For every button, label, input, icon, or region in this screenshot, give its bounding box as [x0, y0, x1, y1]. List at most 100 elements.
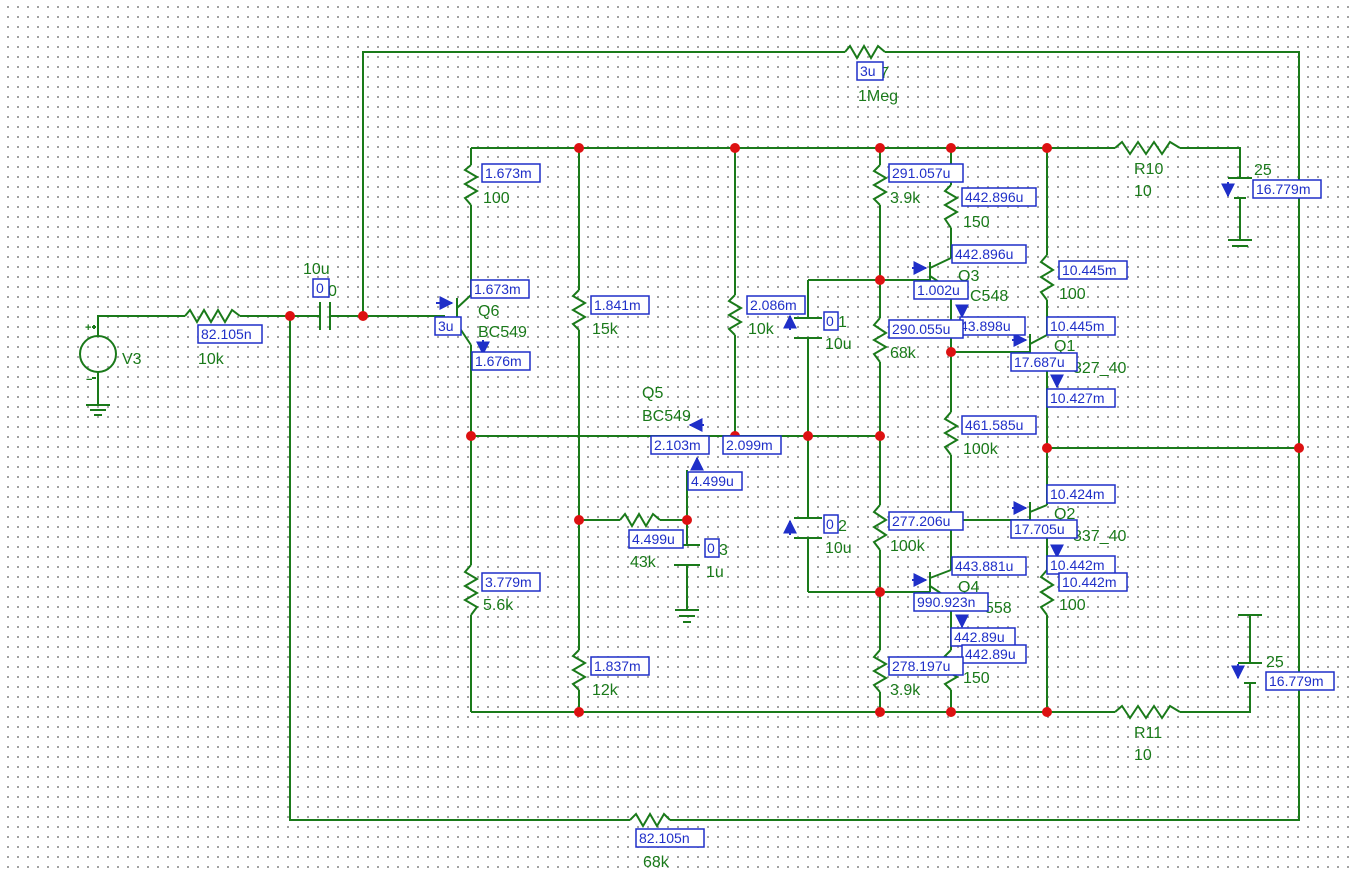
probe-q3-coll[interactable]: 43.898u [959, 316, 1026, 336]
capacitor-c4[interactable] [319, 302, 331, 330]
probe-r68k[interactable]: 290.055u [888, 319, 964, 339]
svg-text:2.103m: 2.103m [654, 437, 701, 453]
probe-q2-base[interactable]: 17.705u [1010, 519, 1078, 539]
svg-text:0: 0 [826, 313, 834, 329]
svg-text:277.206u: 277.206u [892, 513, 950, 529]
probe-c3[interactable]: 0 [704, 538, 720, 558]
supply-bot[interactable] [1238, 614, 1262, 684]
svg-text:2.086m: 2.086m [750, 297, 797, 313]
probe-r39k-bot[interactable]: 278.197u [888, 656, 964, 676]
label-r39k-bot: 3.9k [890, 682, 921, 699]
label-rfb-top-ref: 7 [880, 65, 889, 82]
probe-q1-coll[interactable]: 10.427m [1046, 388, 1116, 408]
probe-q6-coll-res[interactable]: 1.673m [481, 163, 541, 183]
label-q2-part: 337_40 [1073, 528, 1126, 545]
label-q1-part: 327_40 [1073, 360, 1126, 377]
label-q6-part: BC549 [478, 324, 527, 341]
label-r39k-top: 3.9k [890, 190, 921, 207]
label-c2-value: 10u [825, 540, 852, 557]
probe-q3-base[interactable]: 1.002u [913, 280, 969, 300]
probe-q5-c[interactable]: 4.499u [687, 471, 743, 491]
label-vs-bot: 25 [1266, 654, 1284, 671]
label-q3-part: C548 [970, 288, 1008, 305]
svg-text:1.841m: 1.841m [594, 297, 641, 313]
probe-q6-base[interactable]: 3u [434, 316, 462, 336]
probe-r12k[interactable]: 1.837m [590, 656, 650, 676]
probe-r6-5k[interactable]: 3.779m [481, 572, 541, 592]
label-r15k: 15k [592, 321, 619, 338]
probe-q1-emit[interactable]: 10.445m [1046, 316, 1116, 336]
probe-vs-top[interactable]: 16.779m [1252, 179, 1322, 199]
probe-r39k-top[interactable]: 291.057u [888, 163, 964, 183]
probe-r150-top[interactable]: 442.896u [961, 187, 1037, 207]
resistor-r11[interactable] [1114, 704, 1181, 720]
label-q5-part: BC549 [642, 408, 691, 425]
probe-q2-coll[interactable]: 10.442m [1046, 555, 1116, 575]
probe-c4[interactable]: 0 [312, 278, 330, 298]
svg-text:82.105n: 82.105n [639, 830, 690, 846]
probe-r43k[interactable]: 4.499u [628, 529, 684, 549]
svg-text:1.002u: 1.002u [917, 282, 960, 298]
label-r10k: 10k [748, 321, 775, 338]
svg-text:443.881u: 443.881u [955, 558, 1013, 574]
resistor-rfb-bot[interactable] [629, 812, 671, 828]
label-rfb-bot: 68k [643, 854, 670, 871]
svg-text:10.445m: 10.445m [1050, 318, 1104, 334]
resistor-r10[interactable] [1114, 140, 1181, 156]
probe-q4-coll[interactable]: 442.89u [950, 627, 1016, 647]
probe-c2[interactable]: 0 [823, 514, 839, 534]
label-c2-frag: 2 [838, 518, 847, 535]
probe-q4-emit[interactable]: 443.881u [951, 556, 1027, 576]
plus-mark: + [85, 322, 91, 334]
svg-text:10.445m: 10.445m [1062, 262, 1116, 278]
label-c1-frag: 1 [838, 314, 847, 331]
svg-text:82.105n: 82.105n [201, 326, 252, 342]
probe-r100k-low[interactable]: 277.206u [888, 511, 964, 531]
probe-q5-a[interactable]: 2.103m [650, 435, 710, 455]
label-c3-value: 1u [706, 564, 724, 581]
resistor-rin[interactable] [184, 308, 241, 324]
label-q1-name: Q1 [1054, 338, 1075, 355]
voltage-source-v3[interactable] [79, 325, 117, 416]
svg-text:4.499u: 4.499u [632, 531, 675, 547]
svg-text:442.896u: 442.896u [955, 246, 1013, 262]
svg-text:16.779m: 16.779m [1269, 673, 1323, 689]
probe-q6-coll[interactable]: 1.673m [470, 279, 530, 299]
probes[interactable]: 82.105n 0 3u 1.673m 1.673m 3u 1.676m 1.8… [197, 61, 1335, 848]
probe-q6-emit[interactable]: 1.676m [471, 351, 531, 371]
label-r68k: 68k [890, 345, 917, 362]
probe-c1[interactable]: 0 [823, 311, 839, 331]
label-r150-bot: 150 [963, 670, 990, 687]
probe-q2-emit[interactable]: 10.424m [1046, 484, 1116, 504]
probe-rfb-bot[interactable]: 82.105n [635, 828, 705, 848]
label-c4-frag: 0 [328, 283, 337, 300]
label-rfb-top-value: 1Meg [858, 88, 898, 105]
supply-top[interactable] [1228, 177, 1252, 247]
probe-rfb-top[interactable]: 3u [856, 61, 884, 81]
capacitors[interactable] [674, 317, 822, 623]
probe-vs-bot[interactable]: 16.779m [1265, 671, 1335, 691]
probe-r150-bot[interactable]: 442.89u [961, 644, 1027, 664]
svg-text:3.779m: 3.779m [485, 574, 532, 590]
label-r-q6-emit: 5.6k [483, 597, 514, 614]
probe-q1-base[interactable]: 17.687u [1010, 352, 1078, 372]
probe-r-in[interactable]: 82.105n [197, 324, 263, 344]
svg-text:0: 0 [316, 280, 324, 296]
resistor-r43k[interactable] [619, 512, 661, 528]
probe-q4-base[interactable]: 990.923n [913, 592, 989, 612]
probe-r10k[interactable]: 2.086m [746, 295, 806, 315]
probe-r100k-mid[interactable]: 461.585u [961, 415, 1037, 435]
probe-q1-res[interactable]: 10.445m [1058, 260, 1128, 280]
probe-q2-res[interactable]: 10.442m [1058, 572, 1128, 592]
component-labels: V3 10k 10u 0 7 1Meg Q6 BC549 Q5 BC549 10… [122, 65, 1284, 871]
vertical-resistors[interactable] [463, 164, 1055, 693]
svg-text:461.585u: 461.585u [965, 417, 1023, 433]
svg-text:3u: 3u [860, 63, 876, 79]
probe-q3-emit[interactable]: 442.896u [951, 244, 1027, 264]
probe-r15k[interactable]: 1.841m [590, 295, 650, 315]
svg-text:1.673m: 1.673m [485, 165, 532, 181]
label-c3-frag: 3 [719, 542, 728, 559]
probe-q5-b[interactable]: 2.099m [722, 435, 782, 455]
resistor-rfb-top[interactable] [844, 44, 886, 60]
